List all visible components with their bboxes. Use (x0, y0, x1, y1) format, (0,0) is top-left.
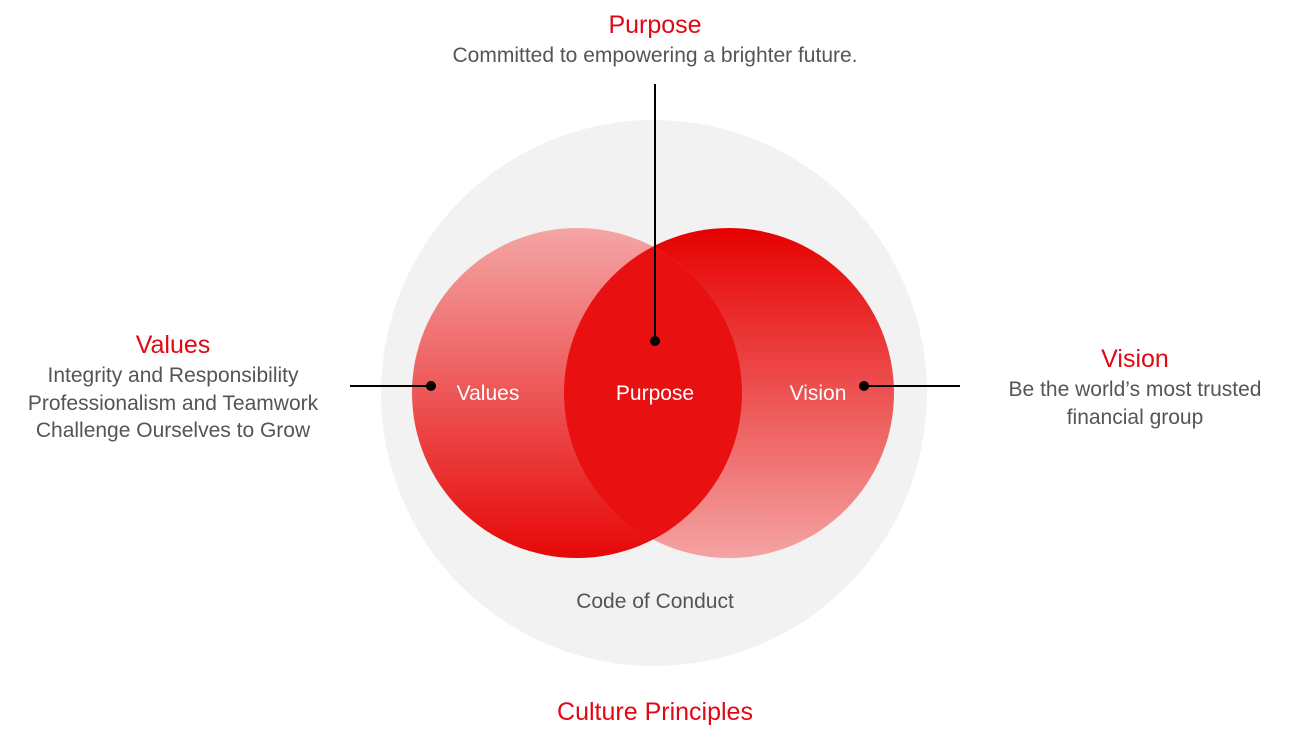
values-connector-dot (426, 381, 436, 391)
vision-line: financial group (1066, 405, 1204, 429)
values-line: Integrity and Responsibility (47, 364, 299, 387)
values-title: Values (135, 331, 211, 359)
purpose-connector-dot (650, 336, 660, 346)
values-line: Challenge Ourselves to Grow (35, 419, 311, 442)
vision-connector-dot (859, 381, 869, 391)
vision-description: Be the world’s most trusted financial gr… (975, 376, 1295, 431)
purpose-overlap (564, 228, 742, 558)
values-line: Professionalism and Teamwork (27, 391, 319, 415)
vision-circle-label: Vision (789, 382, 847, 405)
purpose-circle-label: Purpose (615, 382, 695, 405)
purpose-title: Purpose (608, 11, 702, 39)
purpose-description: Committed to empowering a brighter futur… (452, 44, 858, 67)
values-circle-label: Values (456, 382, 520, 405)
culture-principles-title: Culture Principles (557, 698, 753, 726)
vision-line: Be the world’s most trusted (1008, 378, 1262, 401)
code-of-conduct-label: Code of Conduct (576, 590, 734, 613)
vision-title: Vision (1101, 345, 1169, 373)
values-description: Integrity and Responsibility Professiona… (3, 362, 343, 445)
